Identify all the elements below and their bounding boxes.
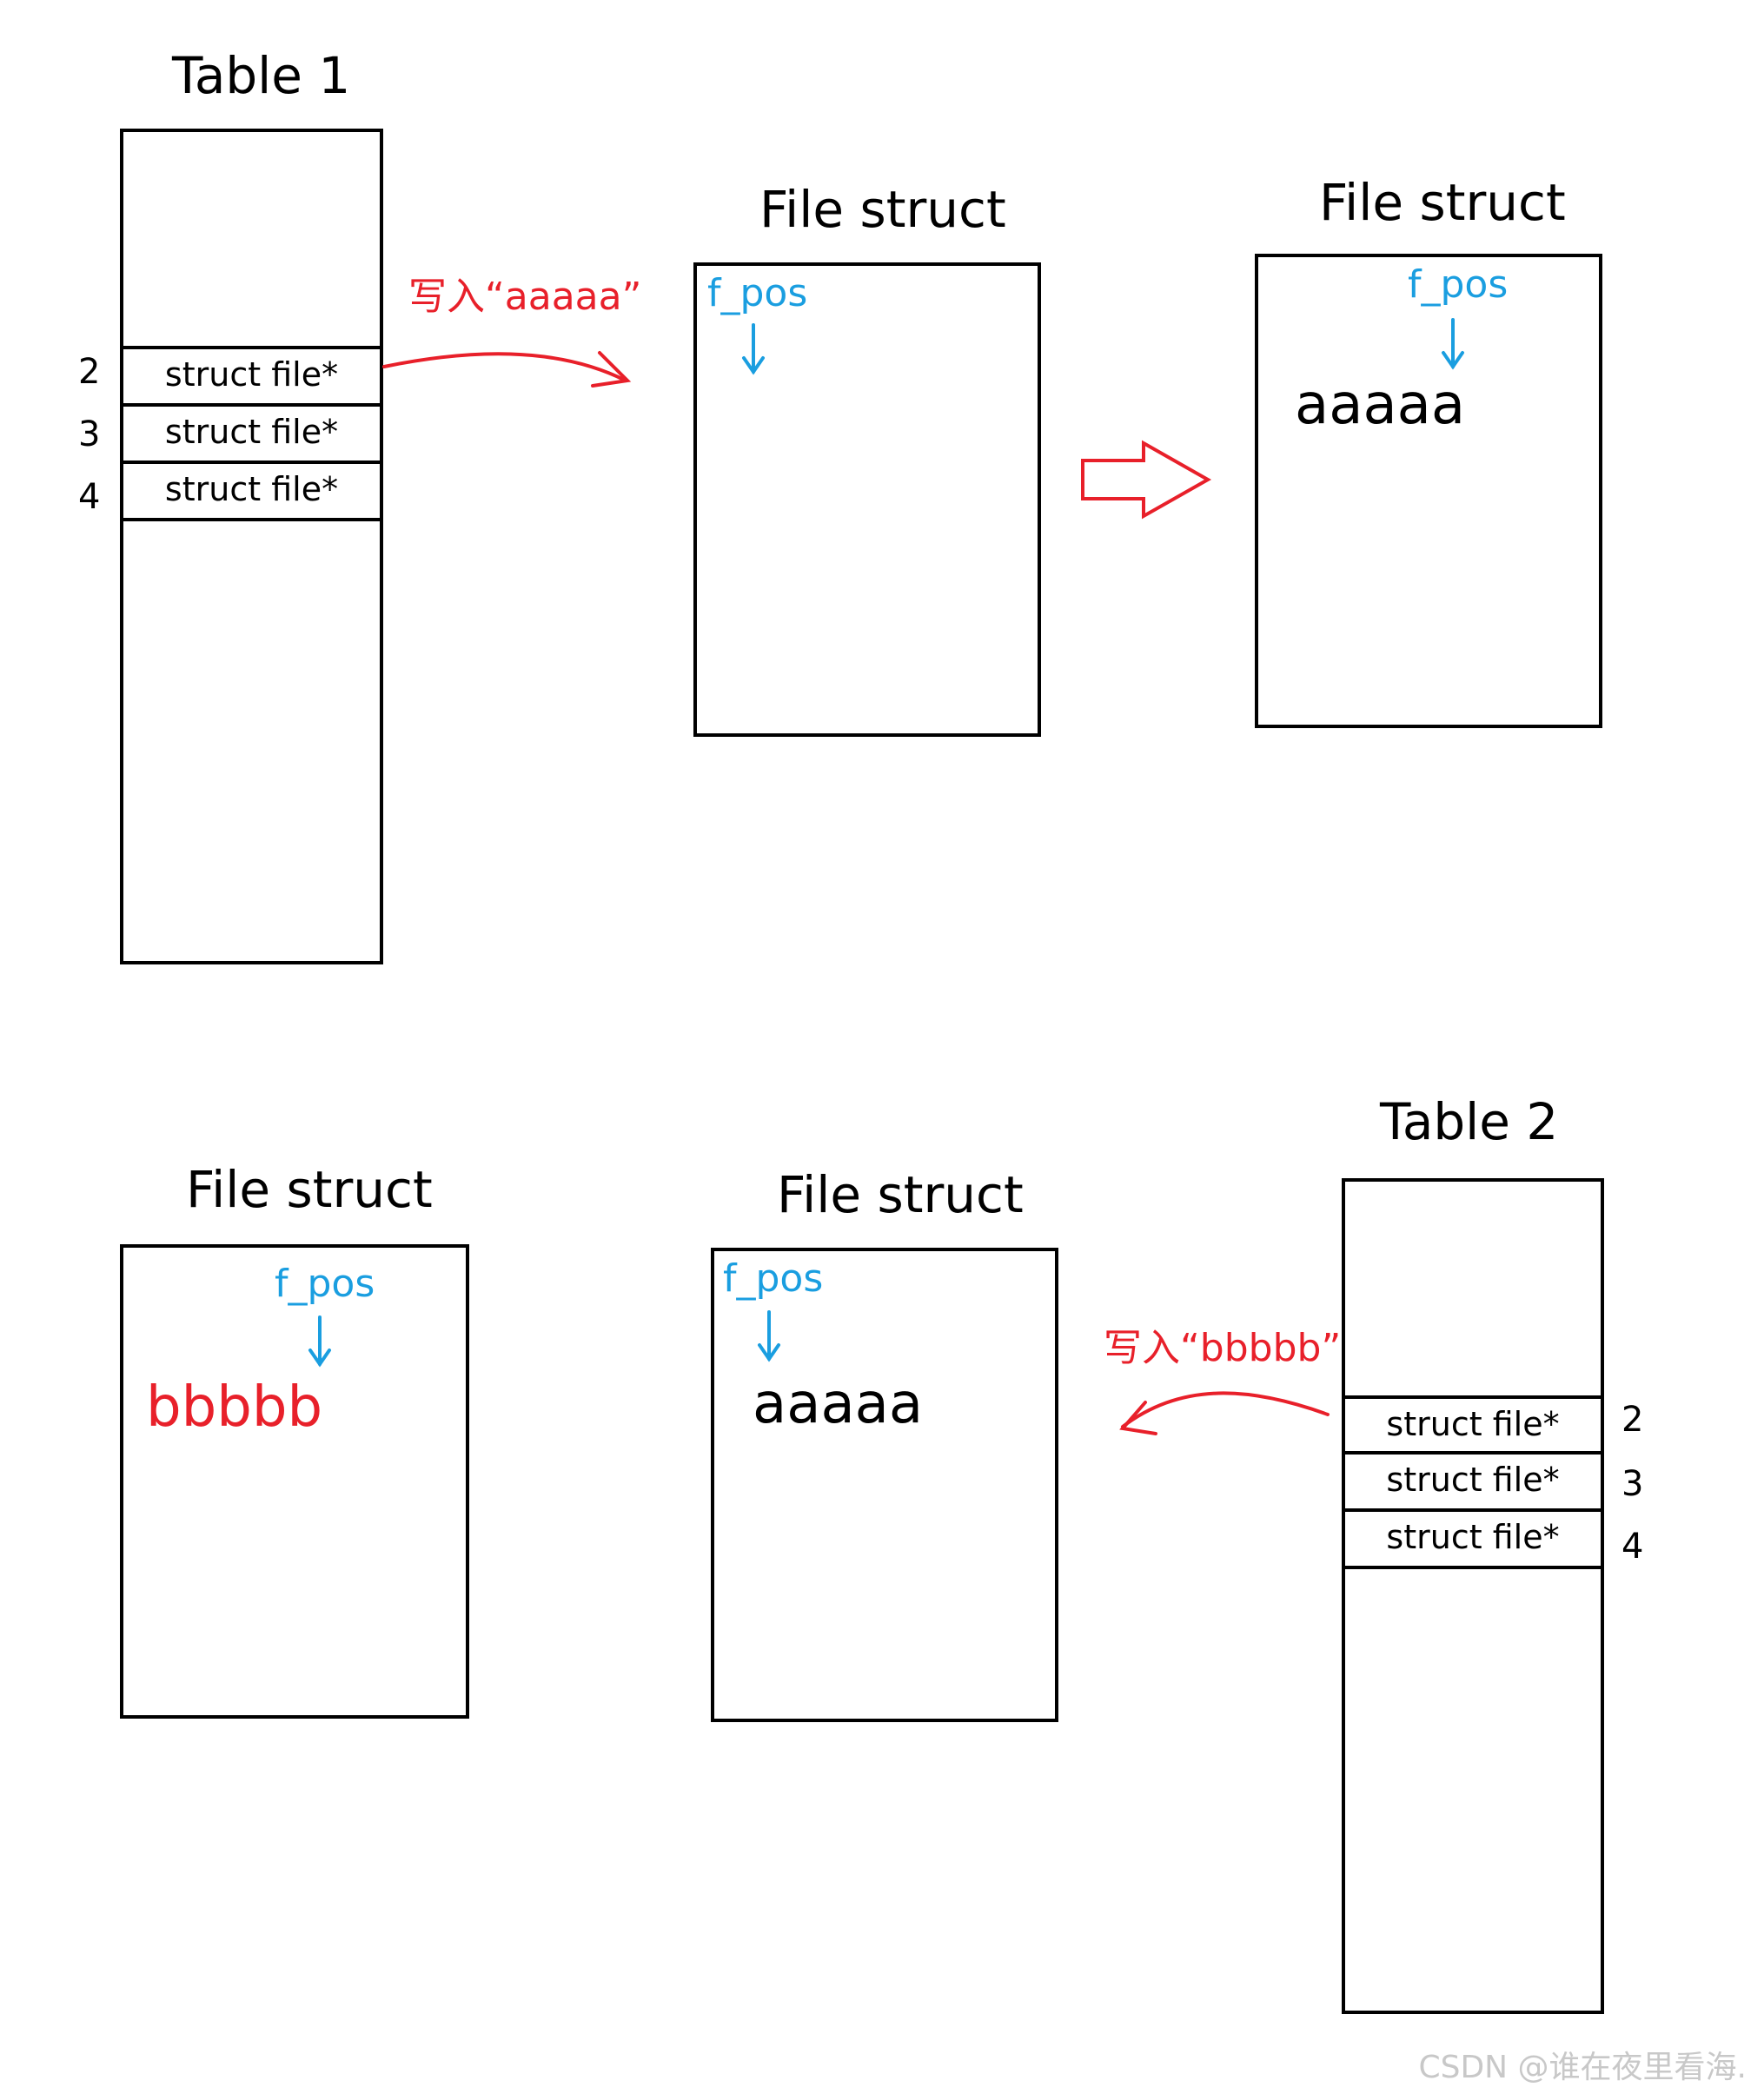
f-pos-label: f_pos — [275, 1262, 375, 1306]
f-pos-label: f_pos — [707, 271, 808, 315]
f-pos-arrow-icon — [758, 1310, 780, 1362]
table1-index: 4 — [78, 477, 101, 517]
table2-row: struct file* — [1345, 1508, 1601, 1569]
table2-index: 3 — [1621, 1464, 1644, 1504]
transition-arrow-icon — [1081, 440, 1212, 520]
table1-box: struct file* struct file* struct file* — [120, 129, 383, 964]
table2-row: struct file* — [1345, 1395, 1601, 1451]
table2-index: 2 — [1621, 1400, 1644, 1440]
file-struct-3-title: File struct — [186, 1160, 433, 1219]
file-struct-1-title: File struct — [759, 180, 1006, 239]
write-arrow-right-icon — [382, 351, 632, 388]
file-struct-2-box: f_pos aaaaa — [1255, 254, 1602, 728]
file-struct-2-title: File struct — [1319, 173, 1566, 232]
file-struct-1-box: f_pos — [693, 262, 1041, 737]
f-pos-arrow-icon — [308, 1315, 331, 1368]
file-content: aaaaa — [753, 1372, 924, 1436]
file-struct-4-title: File struct — [777, 1165, 1024, 1224]
file-content: aaaaa — [1295, 373, 1466, 437]
table2-index: 4 — [1621, 1527, 1644, 1567]
table1-row: struct file* — [123, 346, 380, 403]
table1-index: 3 — [78, 414, 101, 454]
f-pos-label: f_pos — [1408, 262, 1509, 307]
table2-title: Table 2 — [1380, 1092, 1559, 1151]
write-arrow-left-icon — [1119, 1391, 1330, 1435]
table2-box: struct file* struct file* struct file* — [1342, 1178, 1604, 2014]
table1-row: struct file* — [123, 403, 380, 461]
table1-title: Table 1 — [172, 46, 351, 105]
file-content: bbbbb — [146, 1375, 323, 1440]
table2-row: struct file* — [1345, 1451, 1601, 1508]
write-bbbbb-label: 写入“bbbbb” — [1104, 1326, 1342, 1370]
table1-index: 2 — [78, 352, 101, 392]
file-struct-3-box: f_pos bbbbb — [120, 1244, 469, 1719]
write-aaaaa-label: 写入“aaaaa” — [408, 275, 642, 319]
f-pos-label: f_pos — [723, 1256, 824, 1301]
table1-row: struct file* — [123, 461, 380, 521]
watermark: CSDN @谁在夜里看海. — [1418, 2050, 1747, 2085]
f-pos-arrow-icon — [1442, 318, 1464, 370]
f-pos-arrow-icon — [742, 323, 765, 375]
